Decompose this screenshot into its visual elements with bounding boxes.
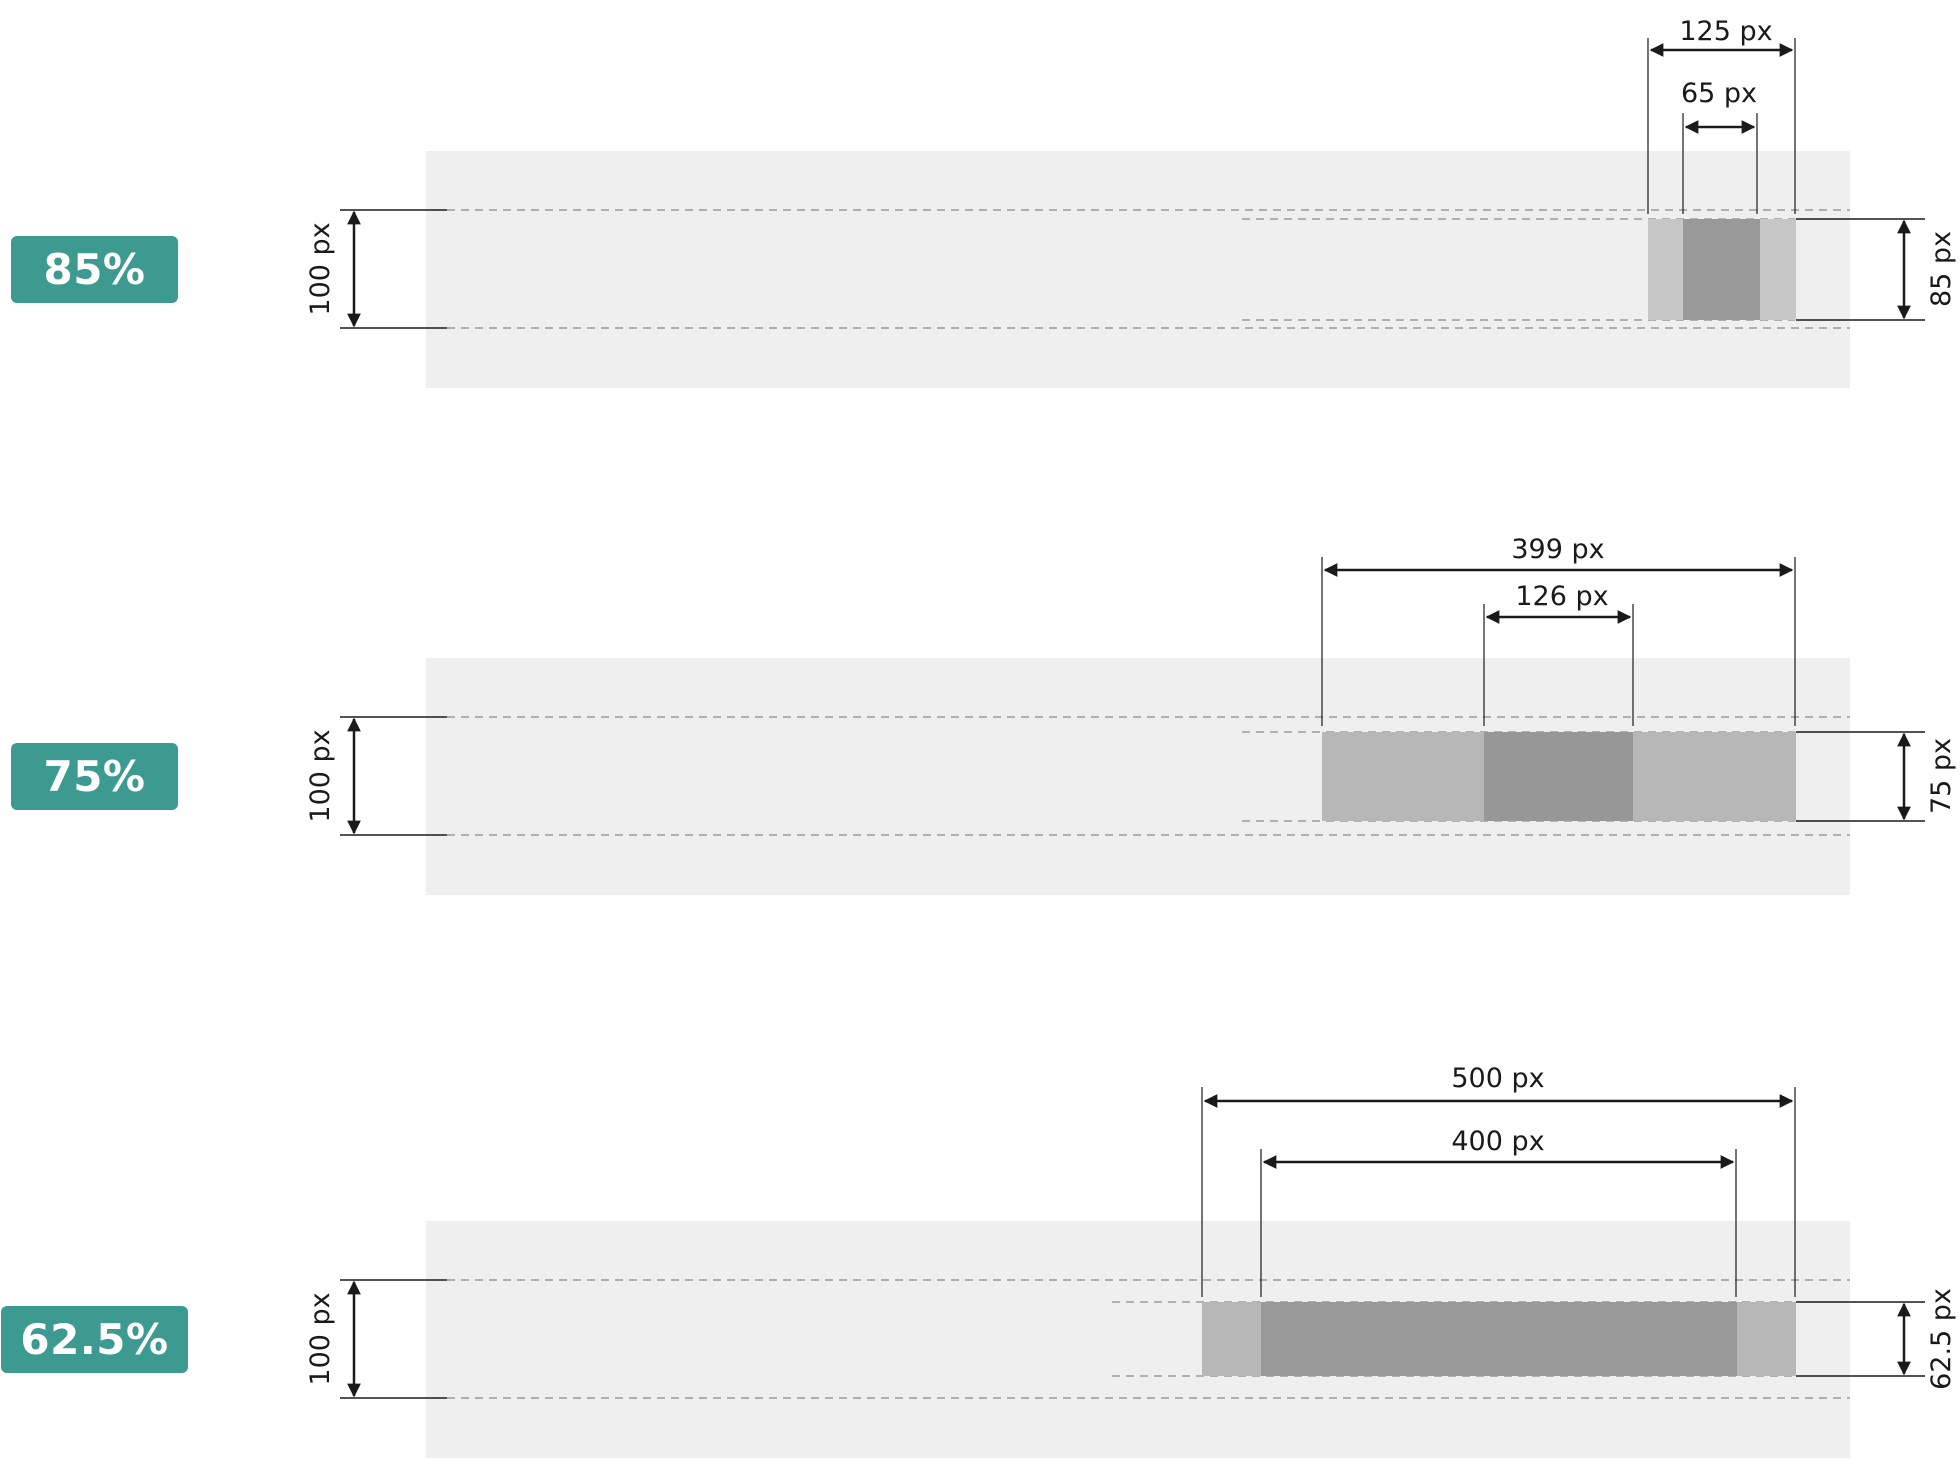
scaled-height-label: 85 px (1926, 231, 1957, 307)
inner-width-label: 65 px (1681, 78, 1757, 109)
outer-width-label: 125 px (1679, 16, 1772, 47)
scaled-height-label: 75 px (1926, 738, 1957, 814)
inner-width-label: 126 px (1515, 581, 1608, 612)
inner-block (1683, 219, 1760, 320)
scale-badge-85: 85% (11, 236, 178, 303)
height-label: 100 px (305, 1292, 336, 1385)
row-75: 100 px 399 px 126 px 75 px (305, 534, 1957, 895)
row-62-5: 100 px 500 px 400 px 62.5 px (305, 1063, 1957, 1458)
row-85: 100 px 125 px 65 px 85 px (305, 16, 1957, 388)
scale-badge-62-5: 62.5% (1, 1306, 188, 1373)
scale-badge-75: 75% (11, 743, 178, 810)
row-band (426, 151, 1850, 388)
height-label: 100 px (305, 729, 336, 822)
scaled-height-label: 62.5 px (1926, 1288, 1957, 1390)
outer-width-label: 500 px (1451, 1063, 1544, 1094)
outer-width-label: 399 px (1511, 534, 1604, 565)
inner-width-label: 400 px (1451, 1126, 1544, 1157)
height-label: 100 px (305, 222, 336, 315)
inner-block (1261, 1302, 1737, 1376)
inner-block (1484, 732, 1633, 821)
